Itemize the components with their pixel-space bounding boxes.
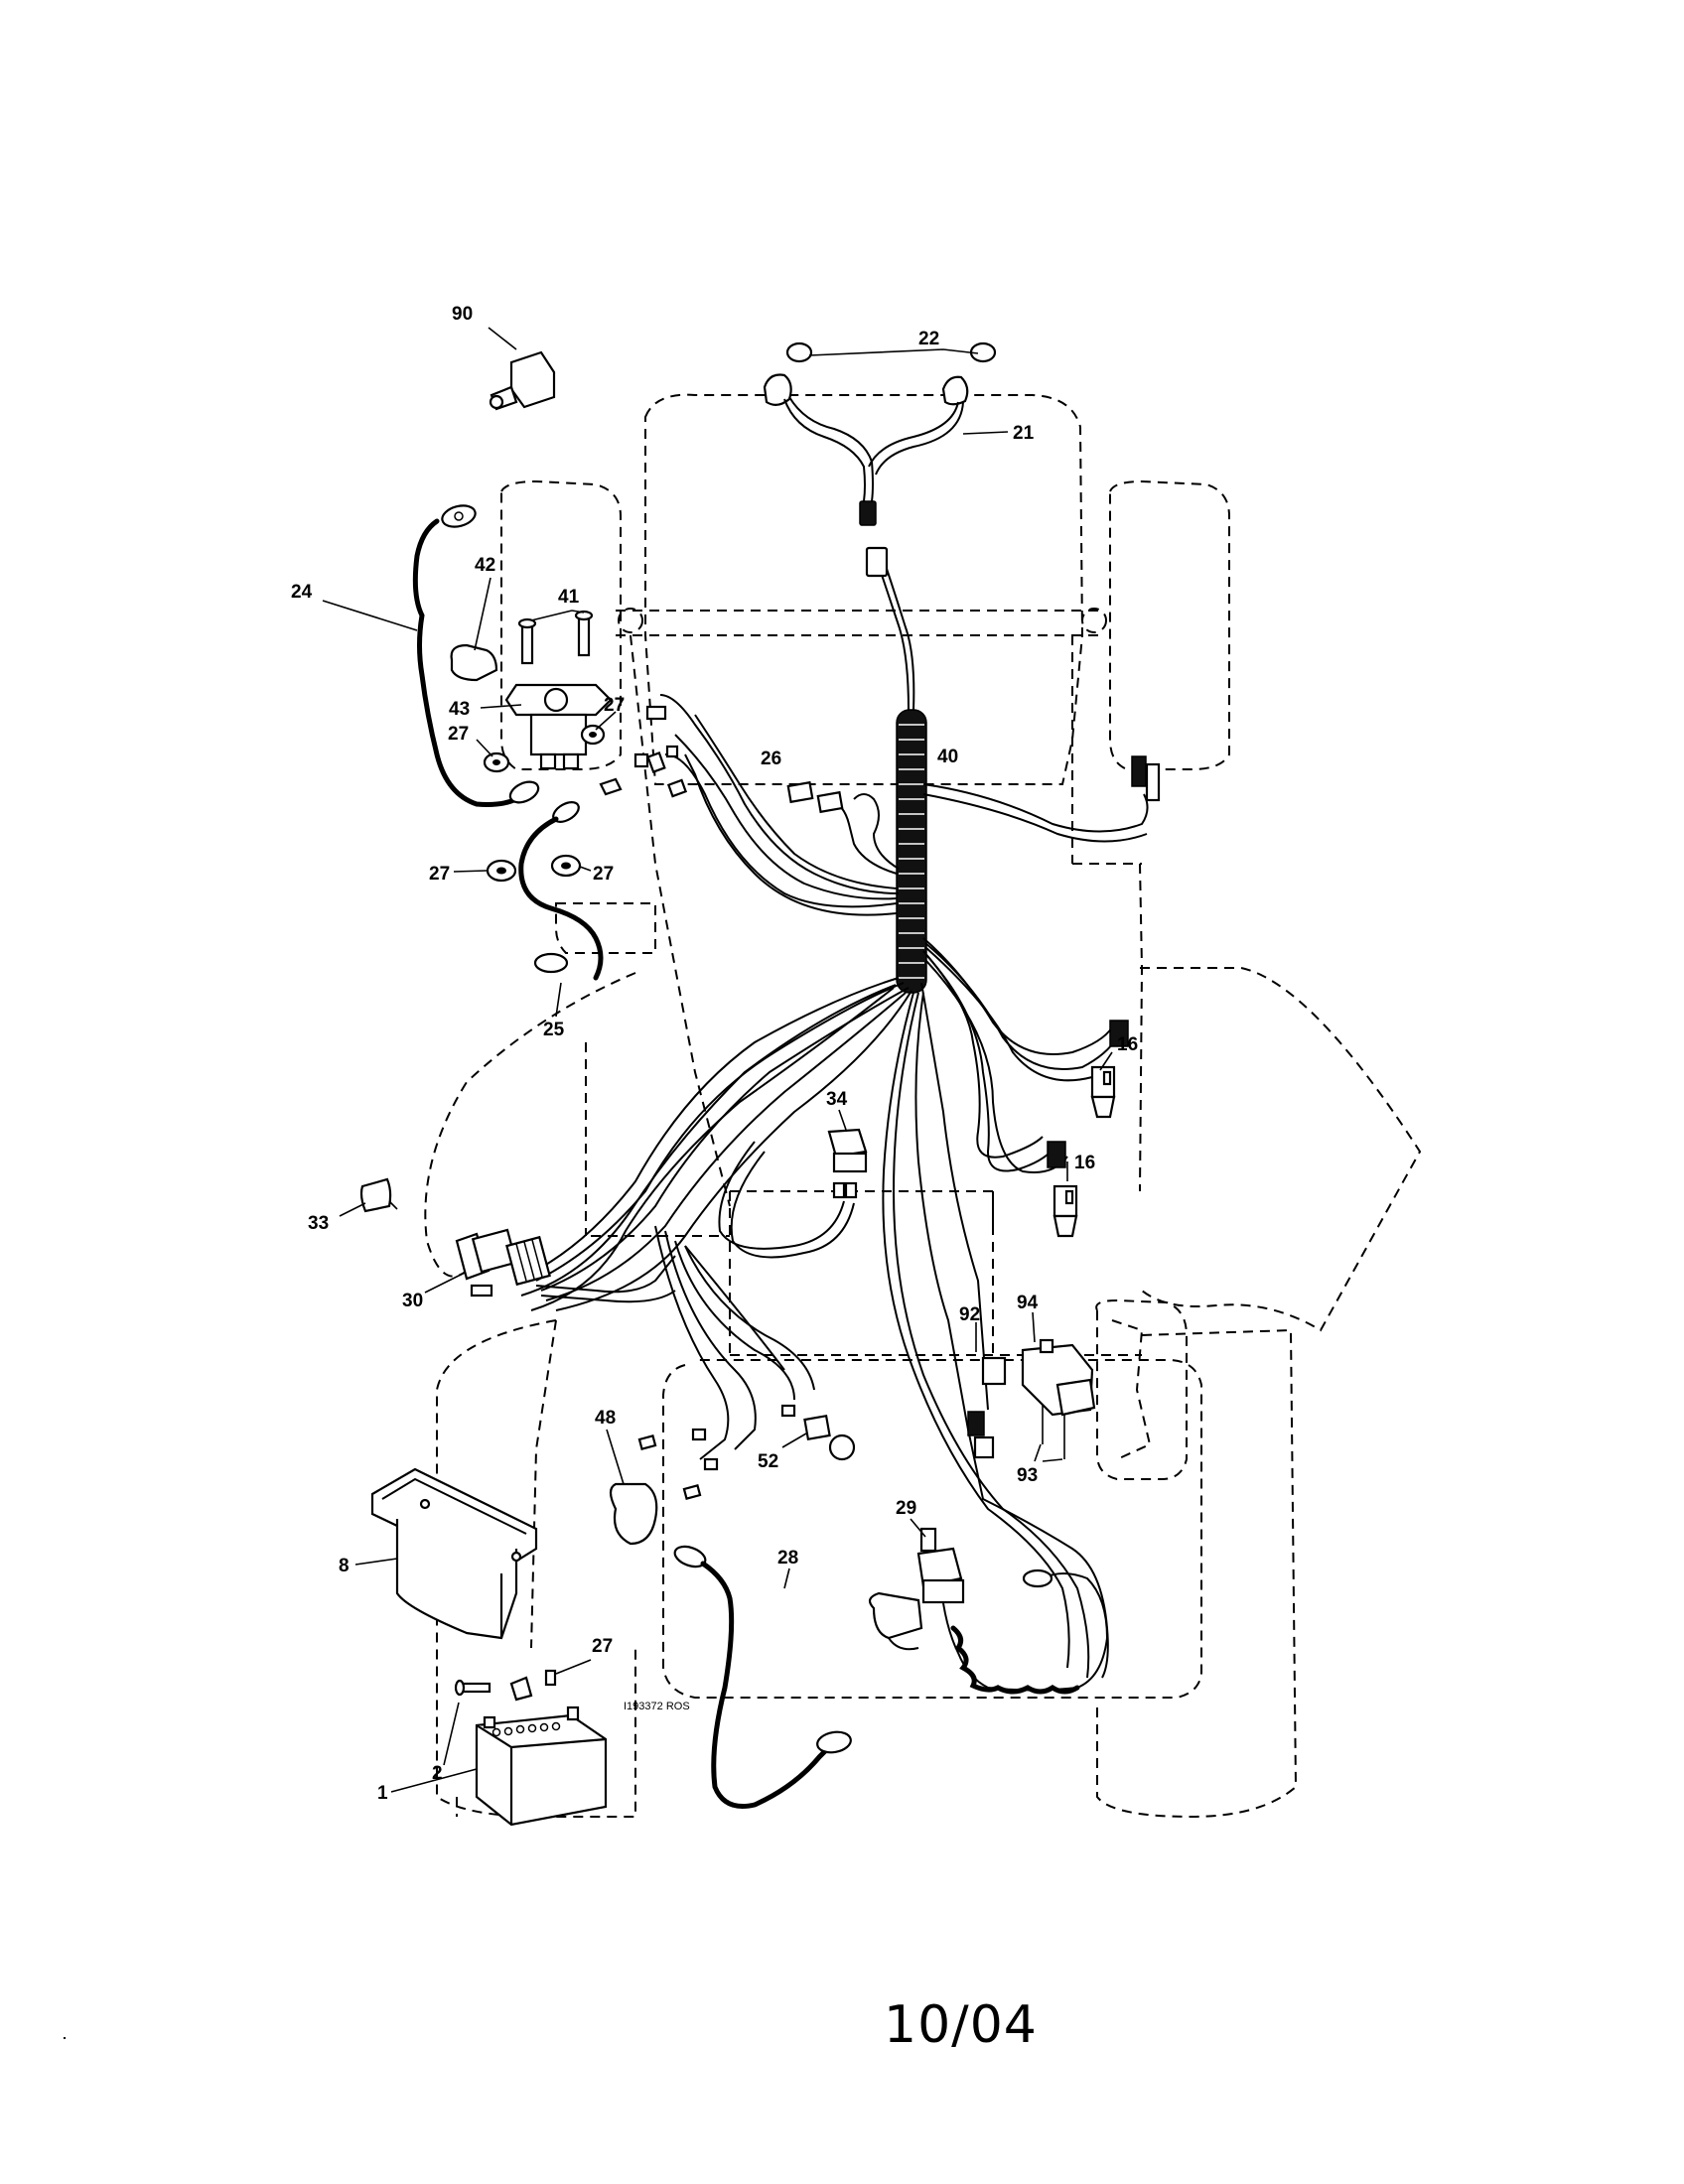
callout-16-lower: 16	[1074, 1153, 1095, 1173]
part-28-ground-cable	[673, 1545, 852, 1809]
callout-92: 92	[959, 1304, 980, 1325]
part-30-ignition-switch	[455, 1228, 551, 1297]
callout-34: 34	[826, 1089, 848, 1110]
page-number: 10/04	[884, 1995, 1038, 2055]
part-92-plunger-switch	[967, 1356, 1007, 1459]
tractor-ghost-outline	[424, 393, 1422, 1819]
callout-27-e: 27	[592, 1636, 613, 1657]
callout-8: 8	[339, 1556, 350, 1576]
part-25-starter-cable	[518, 801, 604, 981]
callout-16-upper: 16	[1117, 1034, 1138, 1055]
part-41-bolts	[517, 610, 594, 665]
callout-48: 48	[595, 1408, 616, 1429]
callout-1: 1	[377, 1783, 388, 1804]
scan-dot	[64, 2037, 66, 2039]
callout-26: 26	[761, 749, 781, 769]
part-24-battery-cable	[412, 504, 540, 807]
part-8-battery-tray	[370, 1467, 538, 1640]
part-1-battery	[475, 1706, 608, 1827]
callout-28: 28	[777, 1548, 798, 1569]
callout-27-c: 27	[429, 864, 450, 885]
part-42-terminal-boot	[450, 643, 498, 682]
part-16-switch-lower	[1047, 1141, 1078, 1238]
part-29-switch-with-cord	[868, 1527, 1109, 1695]
part-34-switch	[827, 1128, 868, 1199]
callout-40: 40	[937, 747, 958, 767]
callout-42: 42	[475, 555, 495, 576]
part-48-lamp-assembly	[609, 1428, 719, 1546]
part-90-connector-block	[489, 350, 556, 411]
callout-29: 29	[896, 1498, 916, 1519]
callout-labels: 90 22 21 24 42 41 43 27 27 27 27 27 26 4…	[291, 304, 1138, 1804]
part-33-clip	[359, 1177, 398, 1213]
part-26-connectors	[786, 780, 844, 814]
callout-2: 2	[432, 1763, 443, 1784]
callout-25: 25	[543, 1020, 565, 1040]
callout-22: 22	[918, 329, 939, 349]
callout-27-d: 27	[593, 864, 614, 885]
part-22-headlight-bulbs	[763, 341, 997, 406]
part-94-pto-switch	[1021, 1338, 1096, 1459]
wiring-harness	[520, 565, 1149, 1679]
figure-code: I193372 ROS	[624, 1701, 690, 1712]
part-43-starter-solenoid	[504, 683, 613, 770]
callout-27-b: 27	[604, 695, 625, 716]
part-2-battery-bolts	[454, 1676, 533, 1702]
callout-43: 43	[449, 699, 470, 720]
part-52-lamp	[780, 1404, 856, 1461]
callout-41: 41	[558, 587, 580, 608]
callout-94: 94	[1017, 1293, 1039, 1313]
callout-30: 30	[402, 1291, 423, 1311]
part-16-switch-upper	[1090, 1020, 1129, 1119]
part-27-hex-nuts	[483, 724, 606, 1687]
callout-24: 24	[291, 582, 313, 603]
callout-52: 52	[758, 1451, 778, 1472]
callout-21: 21	[1013, 423, 1035, 444]
part-21-headlight-harness	[783, 396, 964, 578]
callout-27-a: 27	[448, 724, 469, 745]
callout-33: 33	[308, 1213, 329, 1234]
callout-93: 93	[1017, 1465, 1038, 1486]
callout-leader-lines	[322, 327, 1113, 1793]
harness-connectors-upper-left	[599, 705, 688, 798]
harness-connector-right	[1131, 755, 1161, 802]
callout-90: 90	[452, 304, 473, 325]
